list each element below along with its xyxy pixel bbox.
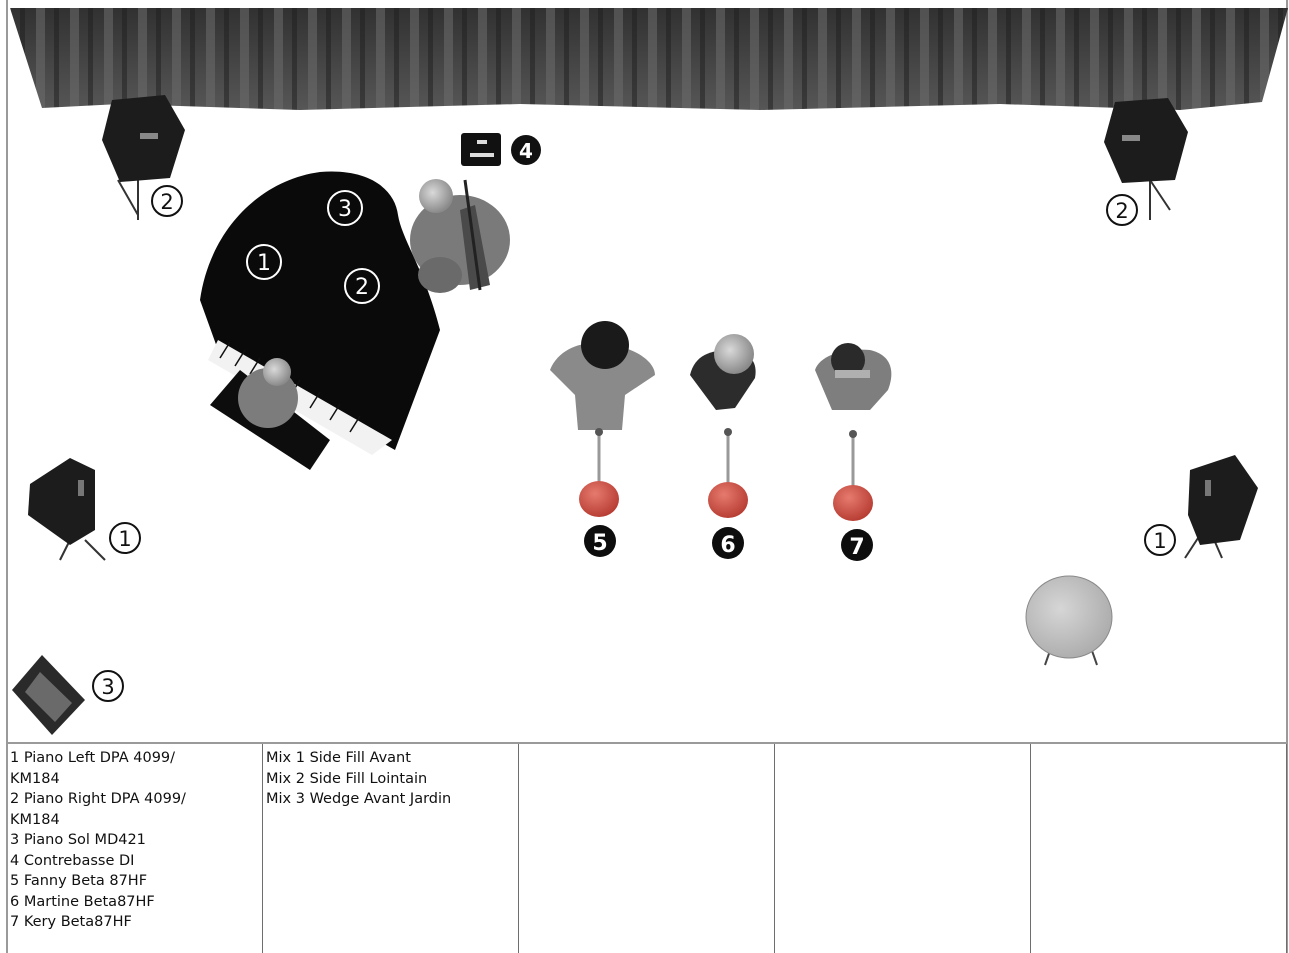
bass-player <box>410 179 510 293</box>
singer-kery <box>815 343 891 410</box>
side-fill-back-left: 2 <box>102 95 185 220</box>
side-fill-front-left-label: 1 <box>118 527 131 551</box>
legend-line: Mix 1 Side Fill Avant <box>266 748 514 769</box>
legend-line: 1 Piano Left DPA 4099/ <box>10 748 258 769</box>
back-curtain <box>10 8 1288 110</box>
legend-line: 6 Martine Beta87HF <box>10 892 258 913</box>
vocal-mic-6-label: 6 <box>720 533 735 558</box>
legend-line: 3 Piano Sol MD421 <box>10 830 258 851</box>
bass-di-label: 4 <box>519 139 533 163</box>
grand-piano <box>200 172 440 470</box>
legend-column-empty-3 <box>518 744 774 953</box>
legend-line: Mix 3 Wedge Avant Jardin <box>266 789 514 810</box>
side-fill-back-right: 2 <box>1104 98 1188 225</box>
legend-column-empty-4 <box>774 744 1030 953</box>
vocal-mic-5-label: 5 <box>592 531 607 556</box>
legend-line: KM184 <box>10 810 258 831</box>
piano-mic-2-label: 2 <box>355 275 369 300</box>
legend-line: 2 Piano Right DPA 4099/ <box>10 789 258 810</box>
singer-fanny <box>550 321 655 430</box>
legend-line: 5 Fanny Beta 87HF <box>10 871 258 892</box>
vocal-mic-5: 5 <box>579 428 619 557</box>
stool <box>1026 576 1112 665</box>
legend-column-mixes: Mix 1 Side Fill Avant Mix 2 Side Fill Lo… <box>262 744 518 953</box>
side-fill-front-right: 1 <box>1145 455 1258 558</box>
legend-table: 1 Piano Left DPA 4099/ KM184 2 Piano Rig… <box>7 742 1287 953</box>
legend-line: 4 Contrebasse DI <box>10 851 258 872</box>
legend-column-empty-5 <box>1030 744 1287 953</box>
legend-line: 7 Kery Beta87HF <box>10 912 258 933</box>
wedge-monitor-label: 3 <box>101 675 114 699</box>
piano-mic-1-label: 1 <box>257 251 271 276</box>
bass-di-box: 4 <box>461 133 541 166</box>
side-fill-back-left-label: 2 <box>160 190 173 214</box>
legend-column-inputs: 1 Piano Left DPA 4099/ KM184 2 Piano Rig… <box>7 744 262 953</box>
wedge-monitor: 3 <box>12 655 123 735</box>
side-fill-front-right-label: 1 <box>1153 529 1166 553</box>
side-fill-back-right-label: 2 <box>1115 199 1128 223</box>
vocal-mic-7: 7 <box>833 430 873 561</box>
piano-mic-3-label: 3 <box>338 197 352 222</box>
vocal-mic-7-label: 7 <box>849 535 864 560</box>
vocal-mic-6: 6 <box>708 428 748 559</box>
legend-line: Mix 2 Side Fill Lointain <box>266 769 514 790</box>
legend-line: KM184 <box>10 769 258 790</box>
side-fill-front-left: 1 <box>28 458 140 560</box>
singer-martine <box>690 334 756 410</box>
